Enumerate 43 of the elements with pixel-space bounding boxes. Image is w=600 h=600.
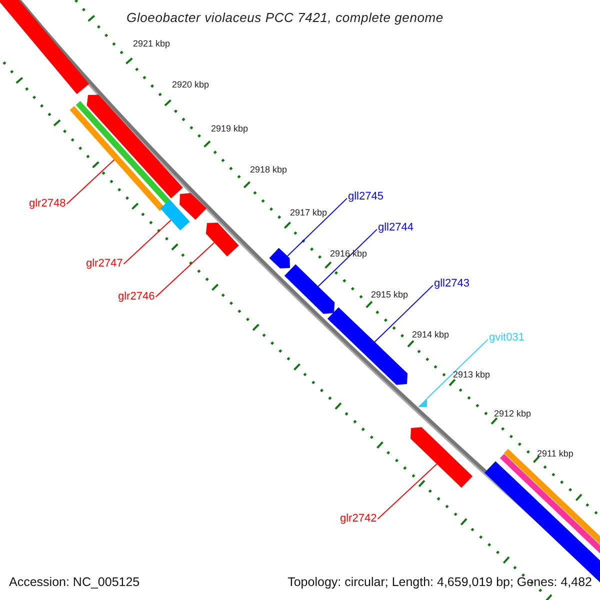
gene-label: gll2745 (348, 190, 384, 204)
position-label: 2917 kbp (290, 208, 328, 218)
leader-line (155, 242, 215, 298)
map-title: Gloeobacter violaceus PCC 7421, complete genome (126, 10, 444, 25)
position-label: 2916 kbp (330, 248, 368, 260)
leader-line (377, 464, 438, 520)
leader-line (426, 338, 488, 399)
genome-summary: Topology: circular; Length: 4,659,019 bp; Genes: 4,482 (288, 574, 592, 590)
position-label: 2921 kbp (133, 38, 170, 50)
position-label: 2912 kbp (494, 408, 532, 420)
gene-bar (70, 106, 164, 211)
gene-feature (284, 264, 335, 314)
position-label: 2911 kbp (537, 448, 574, 460)
gene-label: glr2747 (86, 258, 123, 270)
gene-label: glr2746 (118, 290, 155, 304)
gene-feature (180, 193, 207, 220)
leader-line (374, 284, 434, 342)
leader-line (287, 198, 348, 256)
gene-bar (0, 0, 90, 94)
gene-label: gvit031 (489, 332, 524, 344)
position-label: 2914 kbp (412, 330, 450, 340)
leader-line (66, 159, 115, 204)
leader-line (318, 228, 378, 287)
position-label: 2918 kbp (250, 164, 288, 176)
gene-feature (327, 307, 408, 385)
gene-bar (504, 448, 600, 546)
gene-bar (160, 200, 190, 230)
accession-text: Accession: NC_005125 (9, 574, 140, 590)
position-label: 2915 kbp (371, 290, 408, 300)
position-label: 2913 kbp (453, 370, 490, 380)
gene-feature (269, 248, 290, 268)
position-label: 2920 kbp (172, 80, 210, 90)
gene-feature (410, 427, 473, 488)
gene-label: gll2743 (434, 278, 470, 290)
gene-feature (86, 94, 183, 198)
gene-label: glr2742 (340, 512, 377, 526)
gene-bar (76, 100, 170, 204)
gene-marker (418, 398, 427, 407)
leader-line (123, 220, 172, 264)
gene-label: gll2744 (378, 222, 414, 234)
gene-label: glr2748 (29, 198, 66, 210)
position-label: 2919 kbp (211, 124, 248, 134)
gene-feature (206, 222, 239, 256)
